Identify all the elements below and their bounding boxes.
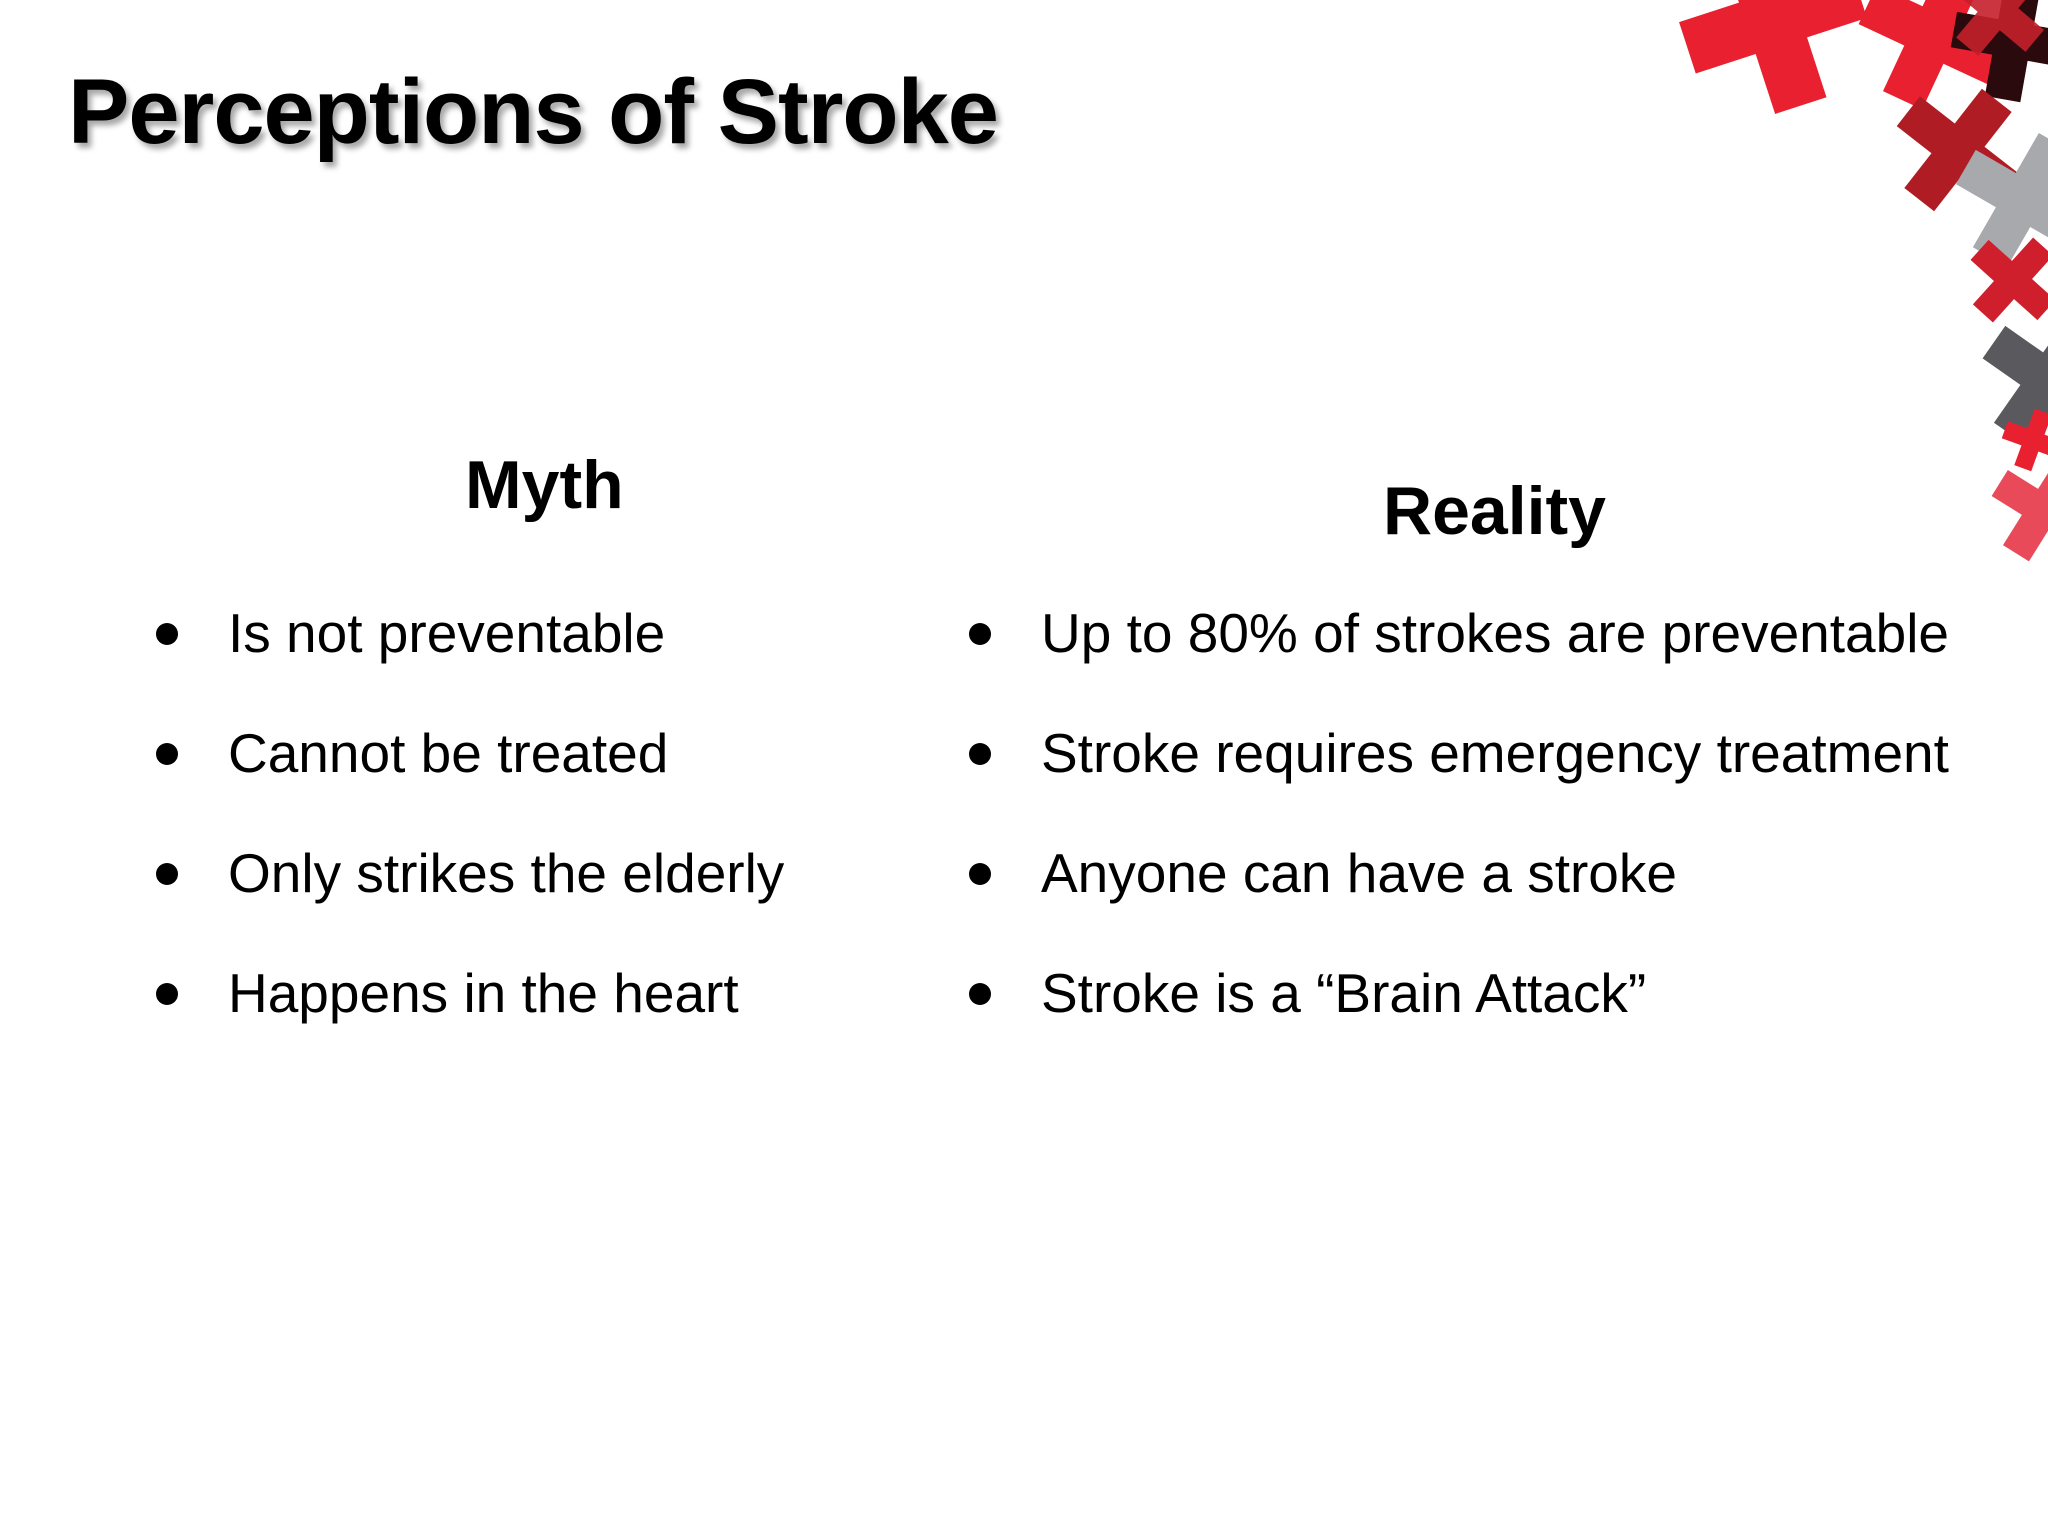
reality-item-text: Up to 80% of strokes are preventable bbox=[1041, 602, 1950, 664]
slide-title: Perceptions of Stroke bbox=[68, 61, 999, 163]
cross-decoration-icon bbox=[1668, 0, 2048, 580]
myth-item: Happens in the heart bbox=[152, 955, 784, 1075]
reality-item-text: Anyone can have a stroke bbox=[1041, 842, 1677, 904]
reality-item: Up to 80% of strokes are preventable bbox=[965, 595, 1949, 715]
bullet-icon bbox=[156, 983, 178, 1005]
reality-heading: Reality bbox=[1383, 473, 1606, 549]
reality-item-text: Stroke is a “Brain Attack” bbox=[1041, 962, 1647, 1024]
bullet-icon bbox=[969, 743, 991, 765]
reality-item: Stroke requires emergency treatment bbox=[965, 715, 1949, 835]
myth-item-text: Only strikes the elderly bbox=[228, 842, 785, 904]
bullet-icon bbox=[969, 623, 991, 645]
myth-item: Is not preventable bbox=[152, 595, 784, 715]
reality-item: Anyone can have a stroke bbox=[965, 835, 1949, 955]
myth-heading: Myth bbox=[465, 447, 624, 523]
bullet-icon bbox=[969, 983, 991, 1005]
bullet-icon bbox=[156, 863, 178, 885]
myth-item-text: Is not preventable bbox=[228, 602, 666, 664]
myth-item-text: Cannot be treated bbox=[228, 722, 669, 784]
myth-item-text: Happens in the heart bbox=[228, 962, 739, 1024]
reality-list: Up to 80% of strokes are preventable Str… bbox=[965, 595, 1949, 1075]
reality-item: Stroke is a “Brain Attack” bbox=[965, 955, 1949, 1075]
bullet-icon bbox=[156, 743, 178, 765]
bullet-icon bbox=[156, 623, 178, 645]
reality-item-text: Stroke requires emergency treatment bbox=[1041, 722, 1949, 784]
myth-list: Is not preventable Cannot be treated Onl… bbox=[152, 595, 784, 1075]
myth-item: Only strikes the elderly bbox=[152, 835, 784, 955]
bullet-icon bbox=[969, 863, 991, 885]
myth-item: Cannot be treated bbox=[152, 715, 784, 835]
